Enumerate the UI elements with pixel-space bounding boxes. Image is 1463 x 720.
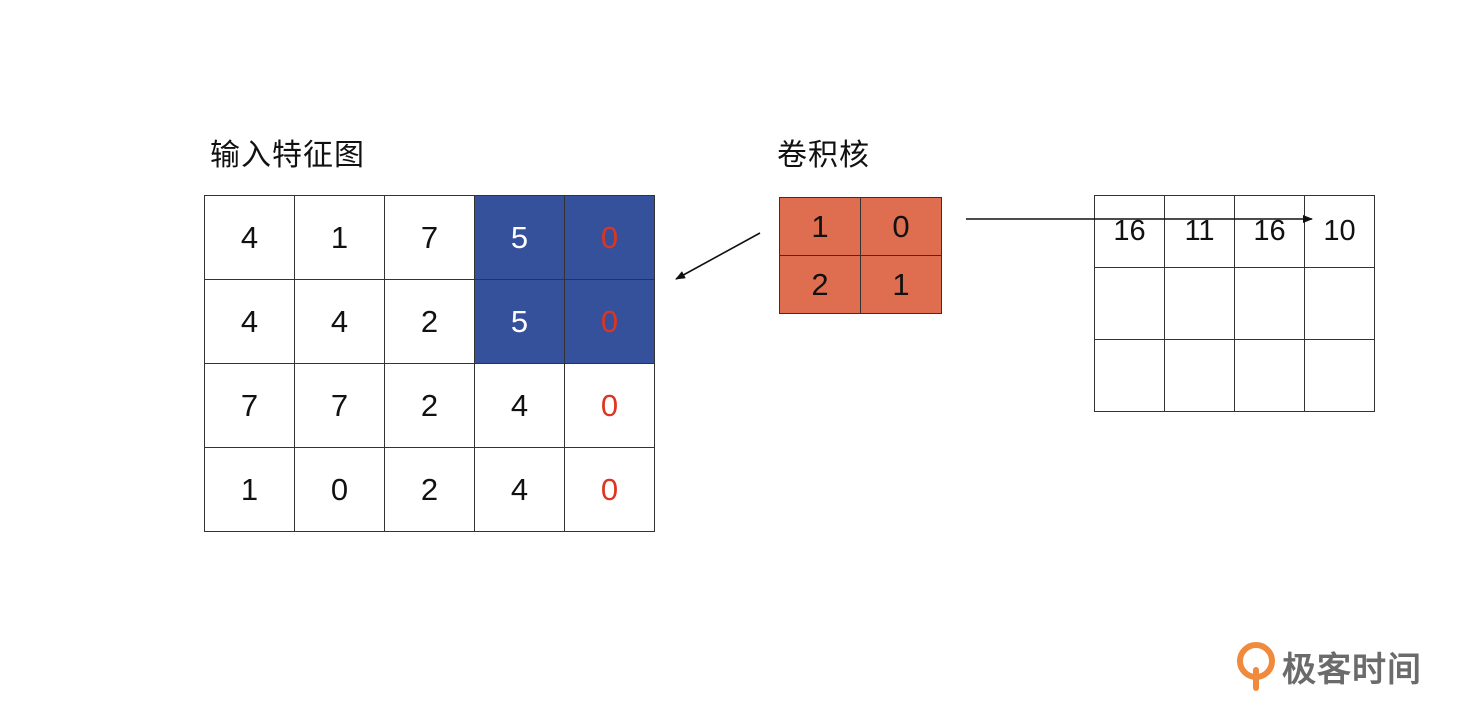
input-cell: 4 [474,447,565,532]
input-cell: 5 [474,279,565,364]
input-cell: 5 [474,195,565,280]
kernel-cell: 1 [779,197,861,256]
output-cell [1234,339,1305,412]
kernel-row: 2 1 [779,255,942,314]
output-cell [1164,339,1235,412]
output-cell: 16 [1094,195,1165,268]
output-cell [1304,267,1375,340]
input-cell: 4 [204,195,295,280]
input-feature-map-title: 输入特征图 [210,138,365,173]
kernel-cell: 2 [779,255,861,314]
kernel-title: 卷积核 [777,138,870,173]
kernel-grid: 1 0 2 1 [779,197,942,314]
output-row: 16 11 16 10 [1094,195,1375,268]
input-cell: 4 [204,279,295,364]
kernel-cell: 0 [860,197,942,256]
input-cell: 0 [294,447,385,532]
brand-logo-text: 极客时间 [1282,649,1422,690]
kernel-to-input-arrow [675,232,761,280]
input-cell: 4 [294,279,385,364]
input-cell: 0 [564,279,655,364]
brand-logo: 极客时间 [1234,640,1422,692]
output-cell [1234,267,1305,340]
input-cell: 2 [384,447,475,532]
output-cell: 16 [1234,195,1305,268]
input-row: 4 4 2 5 0 [204,279,655,364]
output-cell [1094,339,1165,412]
input-cell: 1 [204,447,295,532]
output-row [1094,339,1375,412]
kernel-row: 1 0 [779,197,942,256]
input-cell: 0 [564,195,655,280]
geek-time-logo-icon [1237,642,1275,691]
output-cell [1094,267,1165,340]
input-cell: 7 [384,195,475,280]
input-cell: 2 [384,279,475,364]
output-row [1094,267,1375,340]
input-row: 7 7 2 4 0 [204,363,655,448]
input-cell: 4 [474,363,565,448]
output-cell [1304,339,1375,412]
input-row: 1 0 2 4 0 [204,447,655,532]
output-feature-map-grid: 16 11 16 10 [1094,195,1375,412]
input-feature-map-grid: 4 1 7 5 0 4 4 2 5 0 7 7 2 4 0 1 0 2 4 0 [204,195,655,532]
input-cell: 2 [384,363,475,448]
input-cell: 0 [564,447,655,532]
input-cell: 7 [294,363,385,448]
kernel-cell: 1 [860,255,942,314]
input-row: 4 1 7 5 0 [204,195,655,280]
input-cell: 7 [204,363,295,448]
